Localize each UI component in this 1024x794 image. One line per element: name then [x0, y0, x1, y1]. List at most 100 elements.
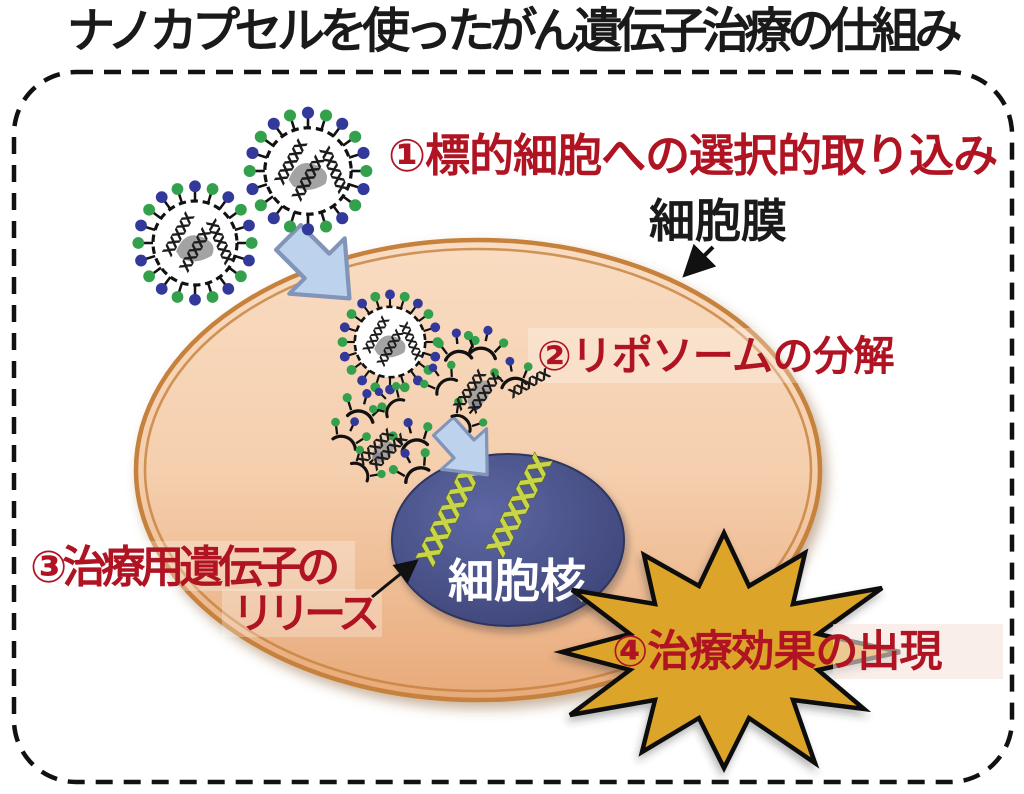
- pin-stick: [332, 205, 341, 215]
- pin-stick: [152, 266, 162, 275]
- pin-head: [189, 293, 201, 306]
- pin-stick: [417, 315, 426, 323]
- pin-head: [245, 237, 258, 249]
- label-band: [833, 624, 1003, 679]
- pin-stick: [375, 300, 381, 309]
- label-band: [528, 328, 873, 383]
- pointer-arrow-icon: [371, 559, 419, 599]
- pin-head: [283, 220, 297, 233]
- pin-stick: [290, 211, 296, 222]
- pin-stick: [163, 276, 172, 286]
- pin-stick: [399, 300, 405, 309]
- pin-head: [189, 180, 201, 193]
- pin-head: [430, 322, 441, 333]
- pin-head: [423, 309, 434, 320]
- pin-head: [349, 130, 362, 143]
- pin-stick: [423, 327, 432, 333]
- pin-stick: [163, 200, 172, 210]
- pin-head: [337, 337, 348, 347]
- pin-head: [357, 182, 370, 196]
- pin-stick: [348, 183, 359, 189]
- pin-stick: [257, 153, 268, 159]
- pin-stick: [177, 282, 184, 293]
- nucleus-body: [391, 453, 625, 627]
- pin-head: [132, 237, 145, 249]
- pin-stick: [409, 306, 417, 315]
- pin-head: [243, 164, 256, 178]
- cell-membrane-inner-line: [143, 247, 813, 693]
- pin-head: [143, 270, 155, 283]
- pin-head: [385, 289, 395, 300]
- uptake-arrow-icon: [431, 415, 489, 477]
- pin-stick: [348, 351, 357, 357]
- pin-stick: [218, 276, 227, 286]
- cell-membrane-label: 細胞膜: [649, 194, 787, 248]
- step3-label-line2: リリース: [232, 589, 377, 638]
- pin-head: [206, 183, 219, 195]
- pin-head: [235, 203, 247, 216]
- pin-head: [319, 220, 333, 233]
- pin-head: [143, 203, 155, 216]
- pin-head: [339, 322, 350, 333]
- pin-head: [267, 117, 280, 130]
- pin-stick: [342, 195, 352, 204]
- step2-label: ②リポソームの分解: [537, 332, 894, 380]
- pin-head: [135, 254, 147, 267]
- pin-head: [246, 146, 259, 160]
- pin-head: [399, 291, 410, 302]
- pin-stick: [348, 327, 357, 333]
- pin-stick: [275, 205, 284, 215]
- pin-head: [360, 164, 373, 178]
- pointer-arrow-icon: [682, 243, 717, 278]
- pin-stick: [409, 369, 417, 378]
- pin-head: [430, 351, 441, 362]
- pin-head: [235, 270, 247, 283]
- pin-head: [283, 109, 297, 122]
- step1-label: ①標的細胞への選択的取り込み: [388, 129, 997, 182]
- pin-head: [346, 309, 357, 320]
- pin-head: [222, 283, 235, 295]
- pin-stick: [290, 120, 296, 131]
- pin-stick: [264, 138, 274, 147]
- pin-stick: [348, 153, 359, 159]
- pin-stick: [218, 200, 227, 210]
- pin-head: [301, 223, 315, 236]
- pin-head: [222, 191, 235, 203]
- step3-label-line1: ③治療用遺伝子の: [30, 542, 337, 593]
- pin-stick: [342, 138, 352, 147]
- pin-head: [370, 291, 381, 302]
- liposome-icon: XXXXX XXXXX XXXXX: [337, 289, 443, 395]
- starburst-icon: [553, 527, 901, 774]
- liposome-icon: XXXXX XXXXX XXXXX: [132, 180, 258, 306]
- pin-stick: [399, 375, 405, 384]
- pin-head: [254, 199, 267, 212]
- pin-head: [155, 191, 168, 203]
- pin-stick: [320, 120, 326, 131]
- pin-stick: [354, 315, 363, 323]
- pin-head: [135, 219, 147, 232]
- pin-stick: [354, 361, 363, 369]
- pin-stick: [320, 211, 326, 222]
- pin-stick: [375, 375, 381, 384]
- pin-stick: [234, 254, 245, 261]
- pin-head: [346, 364, 357, 375]
- pin-head: [301, 106, 315, 119]
- pin-stick: [206, 282, 213, 293]
- pin-stick: [145, 225, 156, 232]
- pin-head: [254, 130, 267, 143]
- liposome-icon: XXXXX XXXXX XXXXX: [243, 106, 373, 236]
- pin-stick: [257, 183, 268, 189]
- pin-stick: [145, 254, 156, 261]
- pin-head: [243, 254, 255, 267]
- pin-head: [336, 212, 349, 225]
- nucleus-label: 細胞核: [448, 554, 586, 608]
- pin-head: [357, 146, 370, 160]
- pin-stick: [234, 225, 245, 232]
- step4-label: ④治療効果の出現: [612, 627, 942, 677]
- pin-stick: [228, 266, 238, 275]
- pin-head: [267, 212, 280, 225]
- pin-head: [357, 298, 368, 309]
- label-band: [222, 589, 382, 637]
- pin-head: [336, 117, 349, 130]
